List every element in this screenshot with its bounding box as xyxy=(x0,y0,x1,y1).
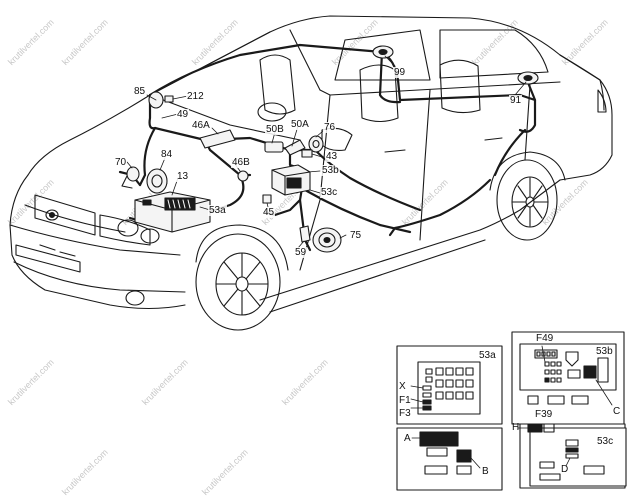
inset-53a xyxy=(396,345,503,491)
callout-91: 91 xyxy=(509,95,523,106)
callout-53c: 53c xyxy=(320,187,339,198)
module-46a xyxy=(199,129,236,149)
inset-53a-label-a: A xyxy=(404,433,411,444)
inset-53b-title: 53b xyxy=(596,346,613,357)
component-59 xyxy=(299,225,311,243)
callout-76: 76 xyxy=(323,122,337,133)
component-50b xyxy=(264,141,284,153)
inset-53c-label-h: H xyxy=(512,422,520,433)
inset-53b-label-f39: F39 xyxy=(535,409,553,420)
car-body-outline xyxy=(9,15,613,313)
callout-53a: 53a xyxy=(208,205,227,216)
callout-46a: 46A xyxy=(191,120,211,131)
inset-53b-label-c: C xyxy=(613,406,621,417)
inset-53b xyxy=(511,331,625,425)
callout-43: 43 xyxy=(325,151,339,162)
component-45 xyxy=(262,194,272,204)
speaker-76 xyxy=(308,135,324,153)
horn-70 xyxy=(121,166,140,189)
component-84 xyxy=(146,168,168,194)
callout-212: 212 xyxy=(186,91,205,102)
inset-53a-title: 53a xyxy=(479,350,496,361)
battery-fusebox-53a xyxy=(134,191,211,233)
speaker-91 xyxy=(517,71,539,85)
module-212 xyxy=(164,95,174,103)
inset-53a-label-b: B xyxy=(482,466,489,477)
callout-99: 99 xyxy=(393,67,407,78)
callout-85: 85 xyxy=(133,86,147,97)
inset-53b-label-f49: F49 xyxy=(536,333,554,344)
inset-53a-label-f1: F1 xyxy=(399,395,411,406)
component-43 xyxy=(301,149,313,158)
callout-49: 49 xyxy=(176,109,190,120)
callout-70: 70 xyxy=(114,157,128,168)
speaker-99 xyxy=(372,45,394,59)
callout-50a: 50A xyxy=(290,119,310,130)
callout-45: 45 xyxy=(262,207,276,218)
inset-53c xyxy=(517,423,627,489)
inset-53c-label-d: D xyxy=(561,464,569,475)
front-wheel xyxy=(195,224,289,331)
component-50a xyxy=(284,139,306,156)
callout-46b: 46B xyxy=(231,157,251,168)
inset-53a-label-f3: F3 xyxy=(399,408,411,419)
rear-wheel xyxy=(489,151,566,241)
callout-50b: 50B xyxy=(265,124,285,135)
speaker-75 xyxy=(312,227,342,253)
car-front-details xyxy=(15,194,160,306)
inset-53a-label-x: X xyxy=(399,381,406,392)
callout-75: 75 xyxy=(349,230,363,241)
body-computer-53b xyxy=(271,164,311,196)
callout-59: 59 xyxy=(294,247,308,258)
callout-53b: 53b xyxy=(321,165,340,176)
callout-84: 84 xyxy=(160,149,174,160)
inset-53c-title: 53c xyxy=(597,436,614,447)
component-46b xyxy=(237,170,249,182)
callout-13: 13 xyxy=(176,171,190,182)
